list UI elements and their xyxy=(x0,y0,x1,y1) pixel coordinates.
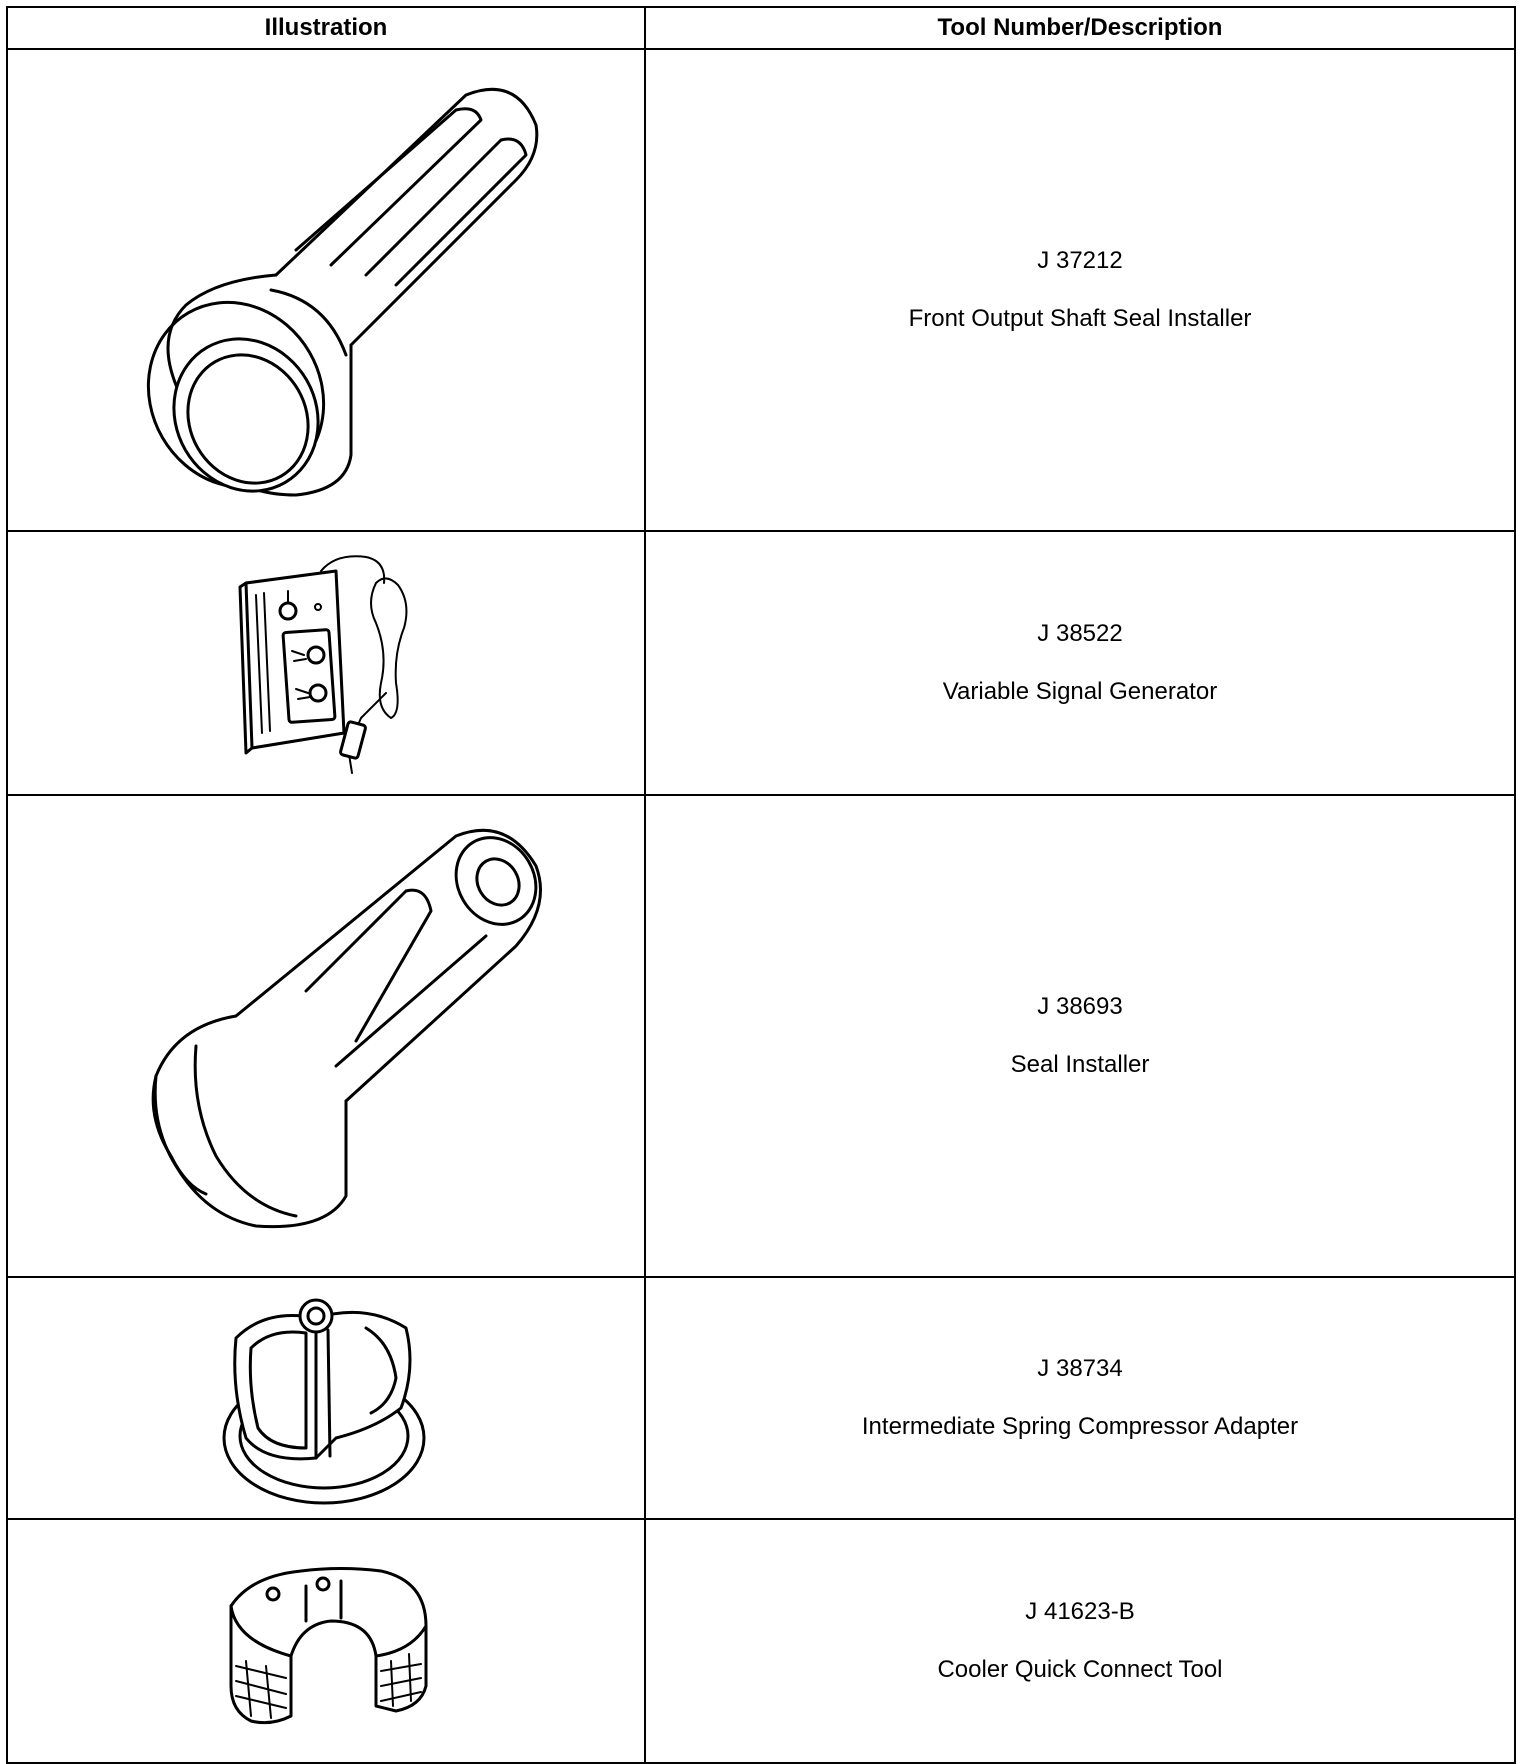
tool-number: J 38734 xyxy=(1037,1355,1123,1382)
tool-description: Cooler Quick Connect Tool xyxy=(937,1656,1223,1683)
illustration-cell xyxy=(6,794,646,1278)
illustration-cell xyxy=(6,48,646,532)
seal-installer-icon xyxy=(151,828,542,1229)
table-row: J 38693 Seal Installer xyxy=(6,794,1516,1278)
tool-description-cell: J 38734 Intermediate Spring Compressor A… xyxy=(644,1276,1516,1520)
tool-number: J 41623-B xyxy=(1025,1598,1135,1625)
tool-description-cell: J 41623-B Cooler Quick Connect Tool xyxy=(644,1518,1516,1764)
tool-description-cell: J 38693 Seal Installer xyxy=(644,794,1516,1278)
front-output-shaft-seal-installer-icon xyxy=(146,87,539,497)
table-row: J 38522 Variable Signal Generator xyxy=(6,530,1516,796)
illustration-cell xyxy=(6,530,646,796)
table-header-row: Illustration Tool Number/Description xyxy=(6,6,1516,50)
tool-description-cell: J 37212 Front Output Shaft Seal Installe… xyxy=(644,48,1516,532)
tool-number: J 38522 xyxy=(1037,620,1123,647)
variable-signal-generator-icon xyxy=(238,555,408,774)
tool-number: J 37212 xyxy=(1037,247,1123,274)
special-tools-table: Illustration Tool Number/Description J xyxy=(6,6,1516,1764)
tool-description: Variable Signal Generator xyxy=(942,678,1218,705)
tool-description: Intermediate Spring Compressor Adapter xyxy=(861,1413,1299,1440)
illustration-cell xyxy=(6,1276,646,1520)
cooler-quick-connect-tool-icon xyxy=(229,1567,428,1725)
tool-number: J 38693 xyxy=(1037,993,1123,1020)
table-row: J 41623-B Cooler Quick Connect Tool xyxy=(6,1518,1516,1764)
spring-compressor-adapter-icon xyxy=(222,1298,426,1505)
tool-description-cell: J 38522 Variable Signal Generator xyxy=(644,530,1516,796)
table-row: J 37212 Front Output Shaft Seal Installe… xyxy=(6,48,1516,532)
header-tool-number-description: Tool Number/Description xyxy=(644,6,1516,50)
header-illustration: Illustration xyxy=(6,6,646,50)
tool-description: Front Output Shaft Seal Installer xyxy=(908,305,1252,332)
illustration-cell xyxy=(6,1518,646,1764)
table-row: J 38734 Intermediate Spring Compressor A… xyxy=(6,1276,1516,1520)
tool-description: Seal Installer xyxy=(1010,1051,1150,1078)
